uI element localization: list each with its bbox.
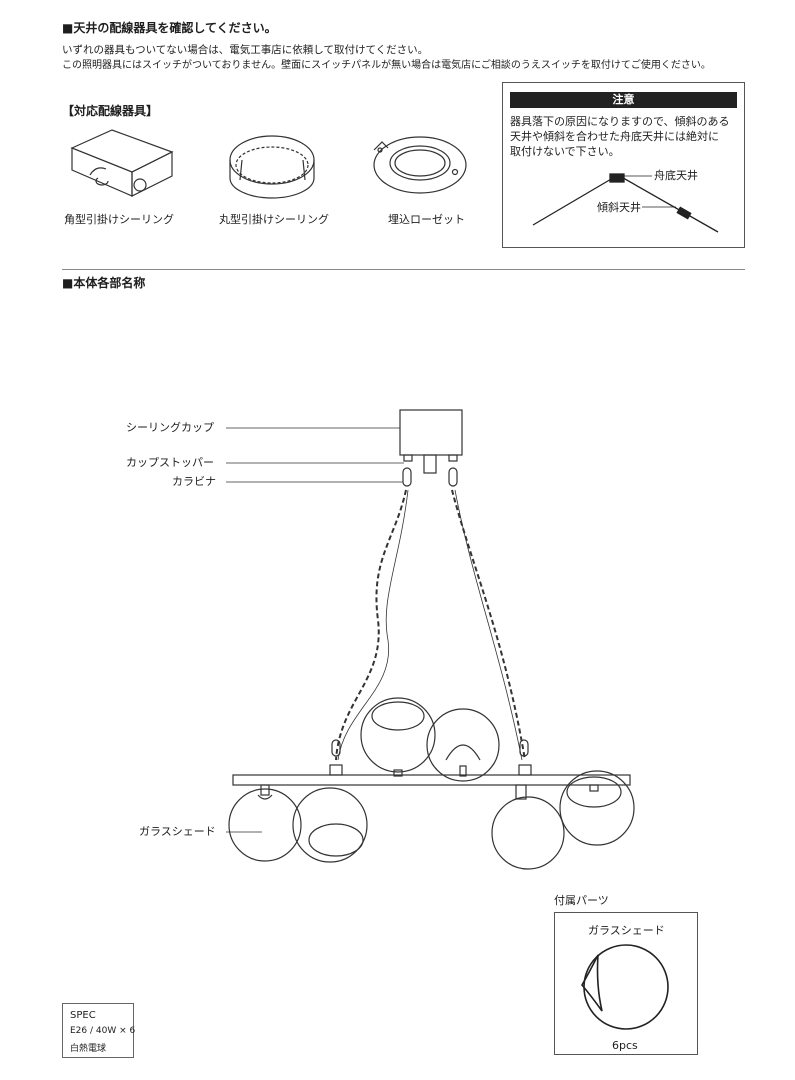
- fixtures-heading: 【対応配線器具】: [62, 104, 159, 118]
- caution-body: 器具落下の原因になりますので、傾斜のある 天井や傾斜を合わせた舟底天井には絶対に…: [510, 115, 730, 158]
- accessories-box: [554, 912, 698, 1055]
- accessory-count: 6pcs: [612, 1039, 638, 1052]
- spec-title: SPEC: [70, 1010, 96, 1021]
- caution-title: 注意: [510, 92, 737, 108]
- spec-wattage: E26 / 40W × 6: [70, 1026, 136, 1036]
- fixture-label-round: 丸型引掛けシーリング: [219, 213, 329, 226]
- label-cup-stopper: カップストッパー: [126, 456, 214, 469]
- accessories-heading: 付属パーツ: [554, 894, 609, 907]
- parts-heading: ■本体各部名称: [62, 276, 146, 290]
- label-glass-shade: ガラスシェード: [139, 825, 216, 838]
- fixture-label-square: 角型引掛けシーリング: [64, 213, 174, 226]
- label-ceiling-cup: シーリングカップ: [126, 421, 214, 434]
- caution-box: 注意 器具落下の原因になりますので、傾斜のある 天井や傾斜を合わせた舟底天井には…: [502, 82, 745, 248]
- label-carabiner: カラビナ: [172, 475, 216, 488]
- section-divider: [62, 269, 745, 270]
- fixture-label-rosette: 埋込ローゼット: [388, 213, 465, 226]
- page-title: ■天井の配線器具を確認してください。: [62, 21, 277, 35]
- label-boat-ceiling: 舟底天井: [654, 169, 698, 182]
- instruction-line-1: いずれの器具もついてない場合は、電気工事店に依頼して取付けてください。: [62, 44, 429, 56]
- spec-box: SPEC E26 / 40W × 6 白熱電球: [62, 1003, 136, 1058]
- accessory-item-label: ガラスシェード: [588, 924, 665, 937]
- spec-bulb-type: 白熱電球: [70, 1044, 107, 1054]
- label-sloped-ceiling: 傾斜天井: [597, 201, 641, 214]
- instruction-line-2: この照明器具にはスイッチがついておりません。壁面にスイッチパネルが無い場合は電気…: [62, 60, 711, 71]
